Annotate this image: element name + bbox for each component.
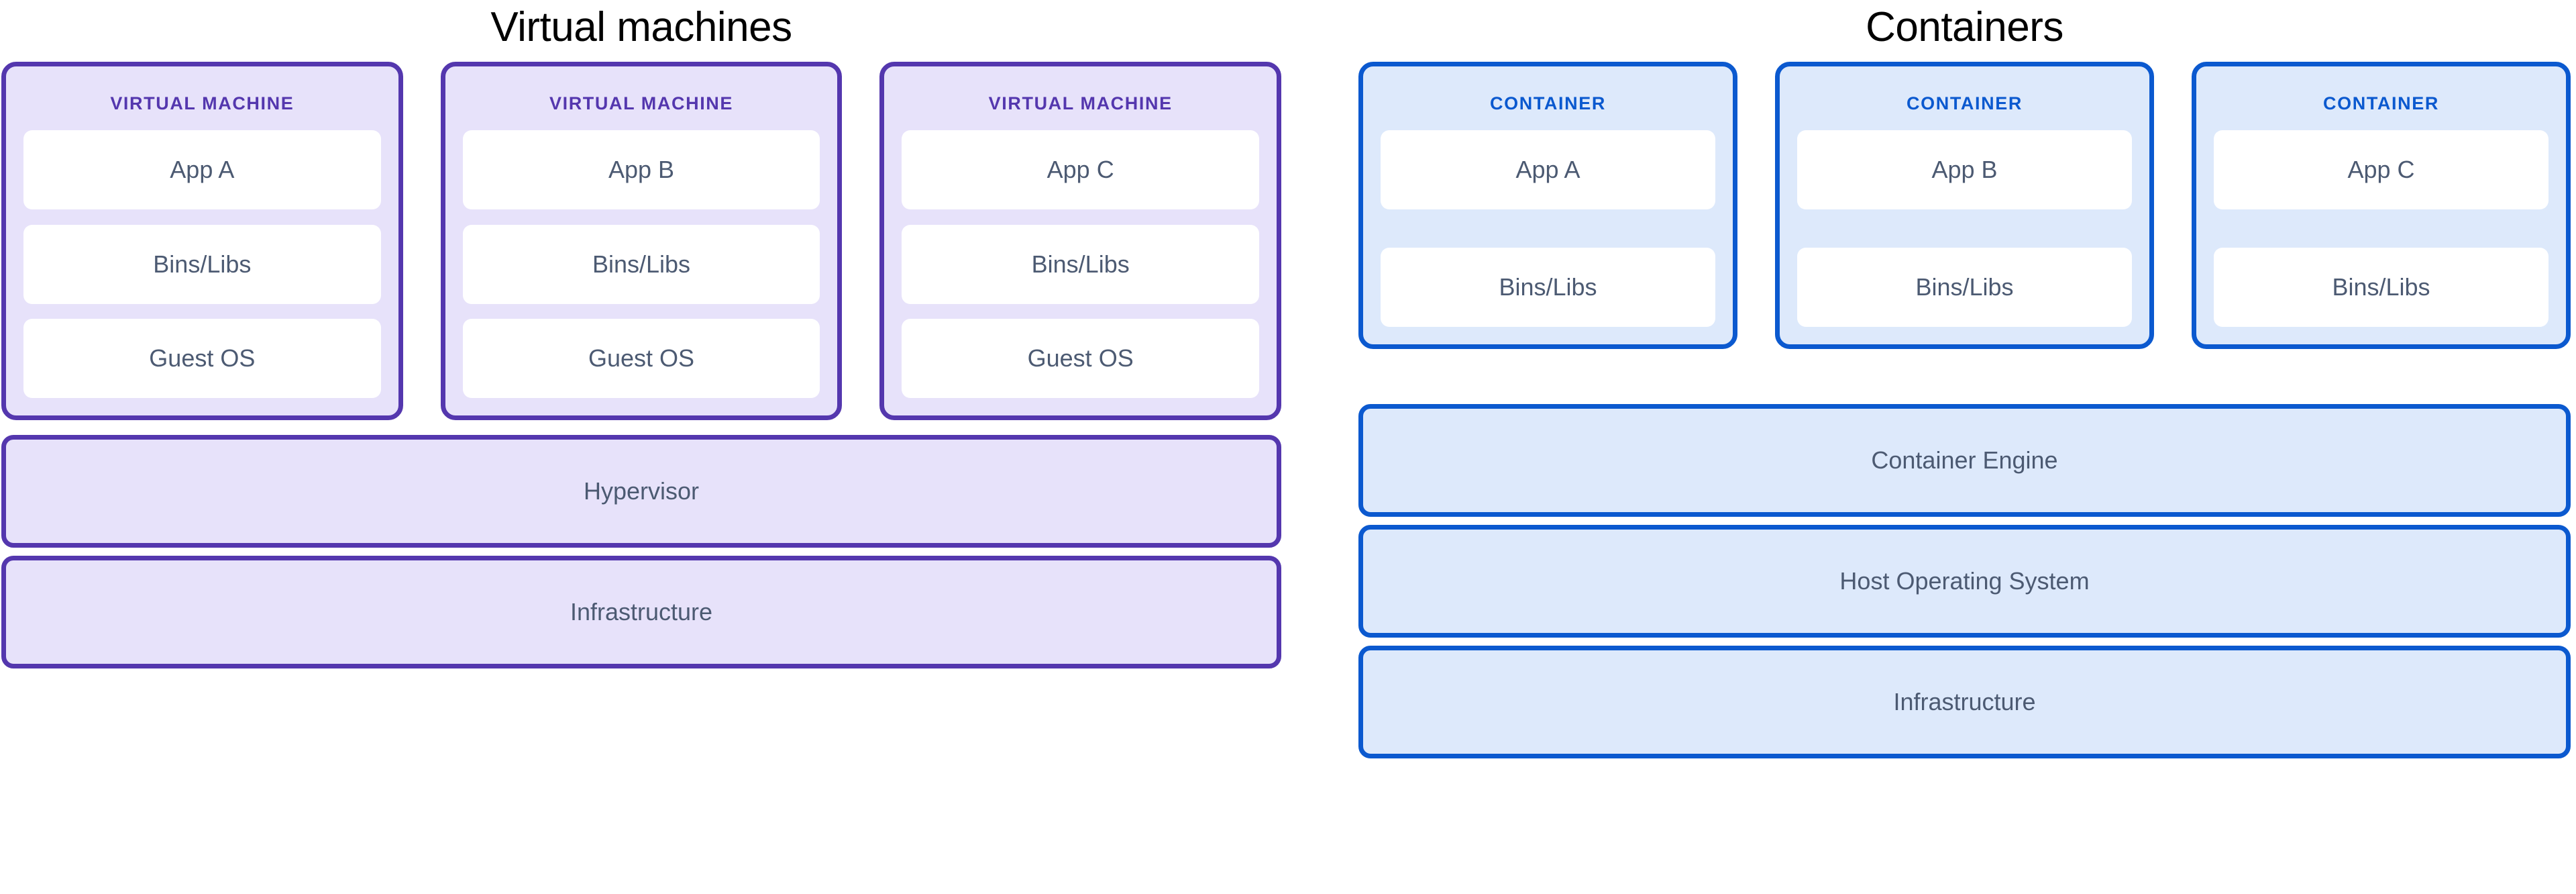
layer-bins-libs: Bins/Libs	[462, 224, 820, 304]
layer-app: App C	[2214, 130, 2548, 209]
container-card-1[interactable]: CONTAINER App A Bins/Libs	[1358, 62, 1737, 349]
virtual-machine-layers-1: App A Bins/Libs Guest OS	[23, 130, 381, 398]
containers-title: Containers	[1866, 4, 2063, 50]
layer-guest-os: Guest OS	[23, 319, 381, 398]
virtual-machines-row: VIRTUAL MACHINE App A Bins/Libs Guest OS…	[1, 62, 1282, 420]
containers-row: CONTAINER App A Bins/Libs CONTAINER App …	[1358, 62, 2571, 349]
layer-bins-libs: Bins/Libs	[23, 224, 381, 304]
layer-app: App B	[1797, 130, 2132, 209]
container-layers-3: App C Bins/Libs	[2214, 130, 2548, 327]
host-operating-system-bar: Host Operating System	[1358, 525, 2571, 638]
virtual-machine-layers-2: App B Bins/Libs Guest OS	[462, 130, 820, 398]
container-card-3[interactable]: CONTAINER App C Bins/Libs	[2192, 62, 2571, 349]
virtual-machine-label-2: VIRTUAL MACHINE	[549, 93, 734, 113]
virtual-machine-card-3[interactable]: VIRTUAL MACHINE App C Bins/Libs Guest OS	[879, 62, 1282, 420]
virtual-machine-card-2[interactable]: VIRTUAL MACHINE App B Bins/Libs Guest OS	[440, 62, 843, 420]
layer-app: App B	[462, 130, 820, 209]
layer-bins-libs: Bins/Libs	[902, 224, 1260, 304]
infrastructure-bar: Infrastructure	[1358, 646, 2571, 758]
virtual-machines-base-bars: Hypervisor Infrastructure	[1, 435, 1281, 668]
virtual-machine-label-3: VIRTUAL MACHINE	[988, 93, 1173, 113]
layer-bins-libs: Bins/Libs	[1797, 248, 2132, 327]
layer-app: App A	[23, 130, 381, 209]
containers-column: Containers CONTAINER App A Bins/Libs CON…	[1288, 0, 2576, 894]
containers-base-bars: Container Engine Host Operating System I…	[1358, 404, 2571, 758]
layer-app: App A	[1381, 130, 1715, 209]
container-engine-bar: Container Engine	[1358, 404, 2571, 517]
virtual-machine-layers-3: App C Bins/Libs Guest OS	[902, 130, 1260, 398]
container-label-2: CONTAINER	[1907, 93, 2023, 113]
layer-bins-libs: Bins/Libs	[1381, 248, 1715, 327]
hypervisor-bar: Hypervisor	[1, 435, 1281, 548]
container-label-1: CONTAINER	[1490, 93, 1606, 113]
layer-bins-libs: Bins/Libs	[2214, 248, 2548, 327]
virtual-machines-title: Virtual machines	[490, 4, 792, 50]
layer-guest-os: Guest OS	[902, 319, 1260, 398]
container-card-2[interactable]: CONTAINER App B Bins/Libs	[1775, 62, 2154, 349]
virtual-machine-card-1[interactable]: VIRTUAL MACHINE App A Bins/Libs Guest OS	[1, 62, 403, 420]
virtual-machine-label-1: VIRTUAL MACHINE	[110, 93, 294, 113]
container-label-3: CONTAINER	[2323, 93, 2439, 113]
container-layers-1: App A Bins/Libs	[1381, 130, 1715, 327]
layer-app: App C	[902, 130, 1260, 209]
infrastructure-bar: Infrastructure	[1, 556, 1281, 668]
container-layers-2: App B Bins/Libs	[1797, 130, 2132, 327]
layer-guest-os: Guest OS	[462, 319, 820, 398]
virtual-machines-column: Virtual machines VIRTUAL MACHINE App A B…	[1, 4, 1282, 668]
